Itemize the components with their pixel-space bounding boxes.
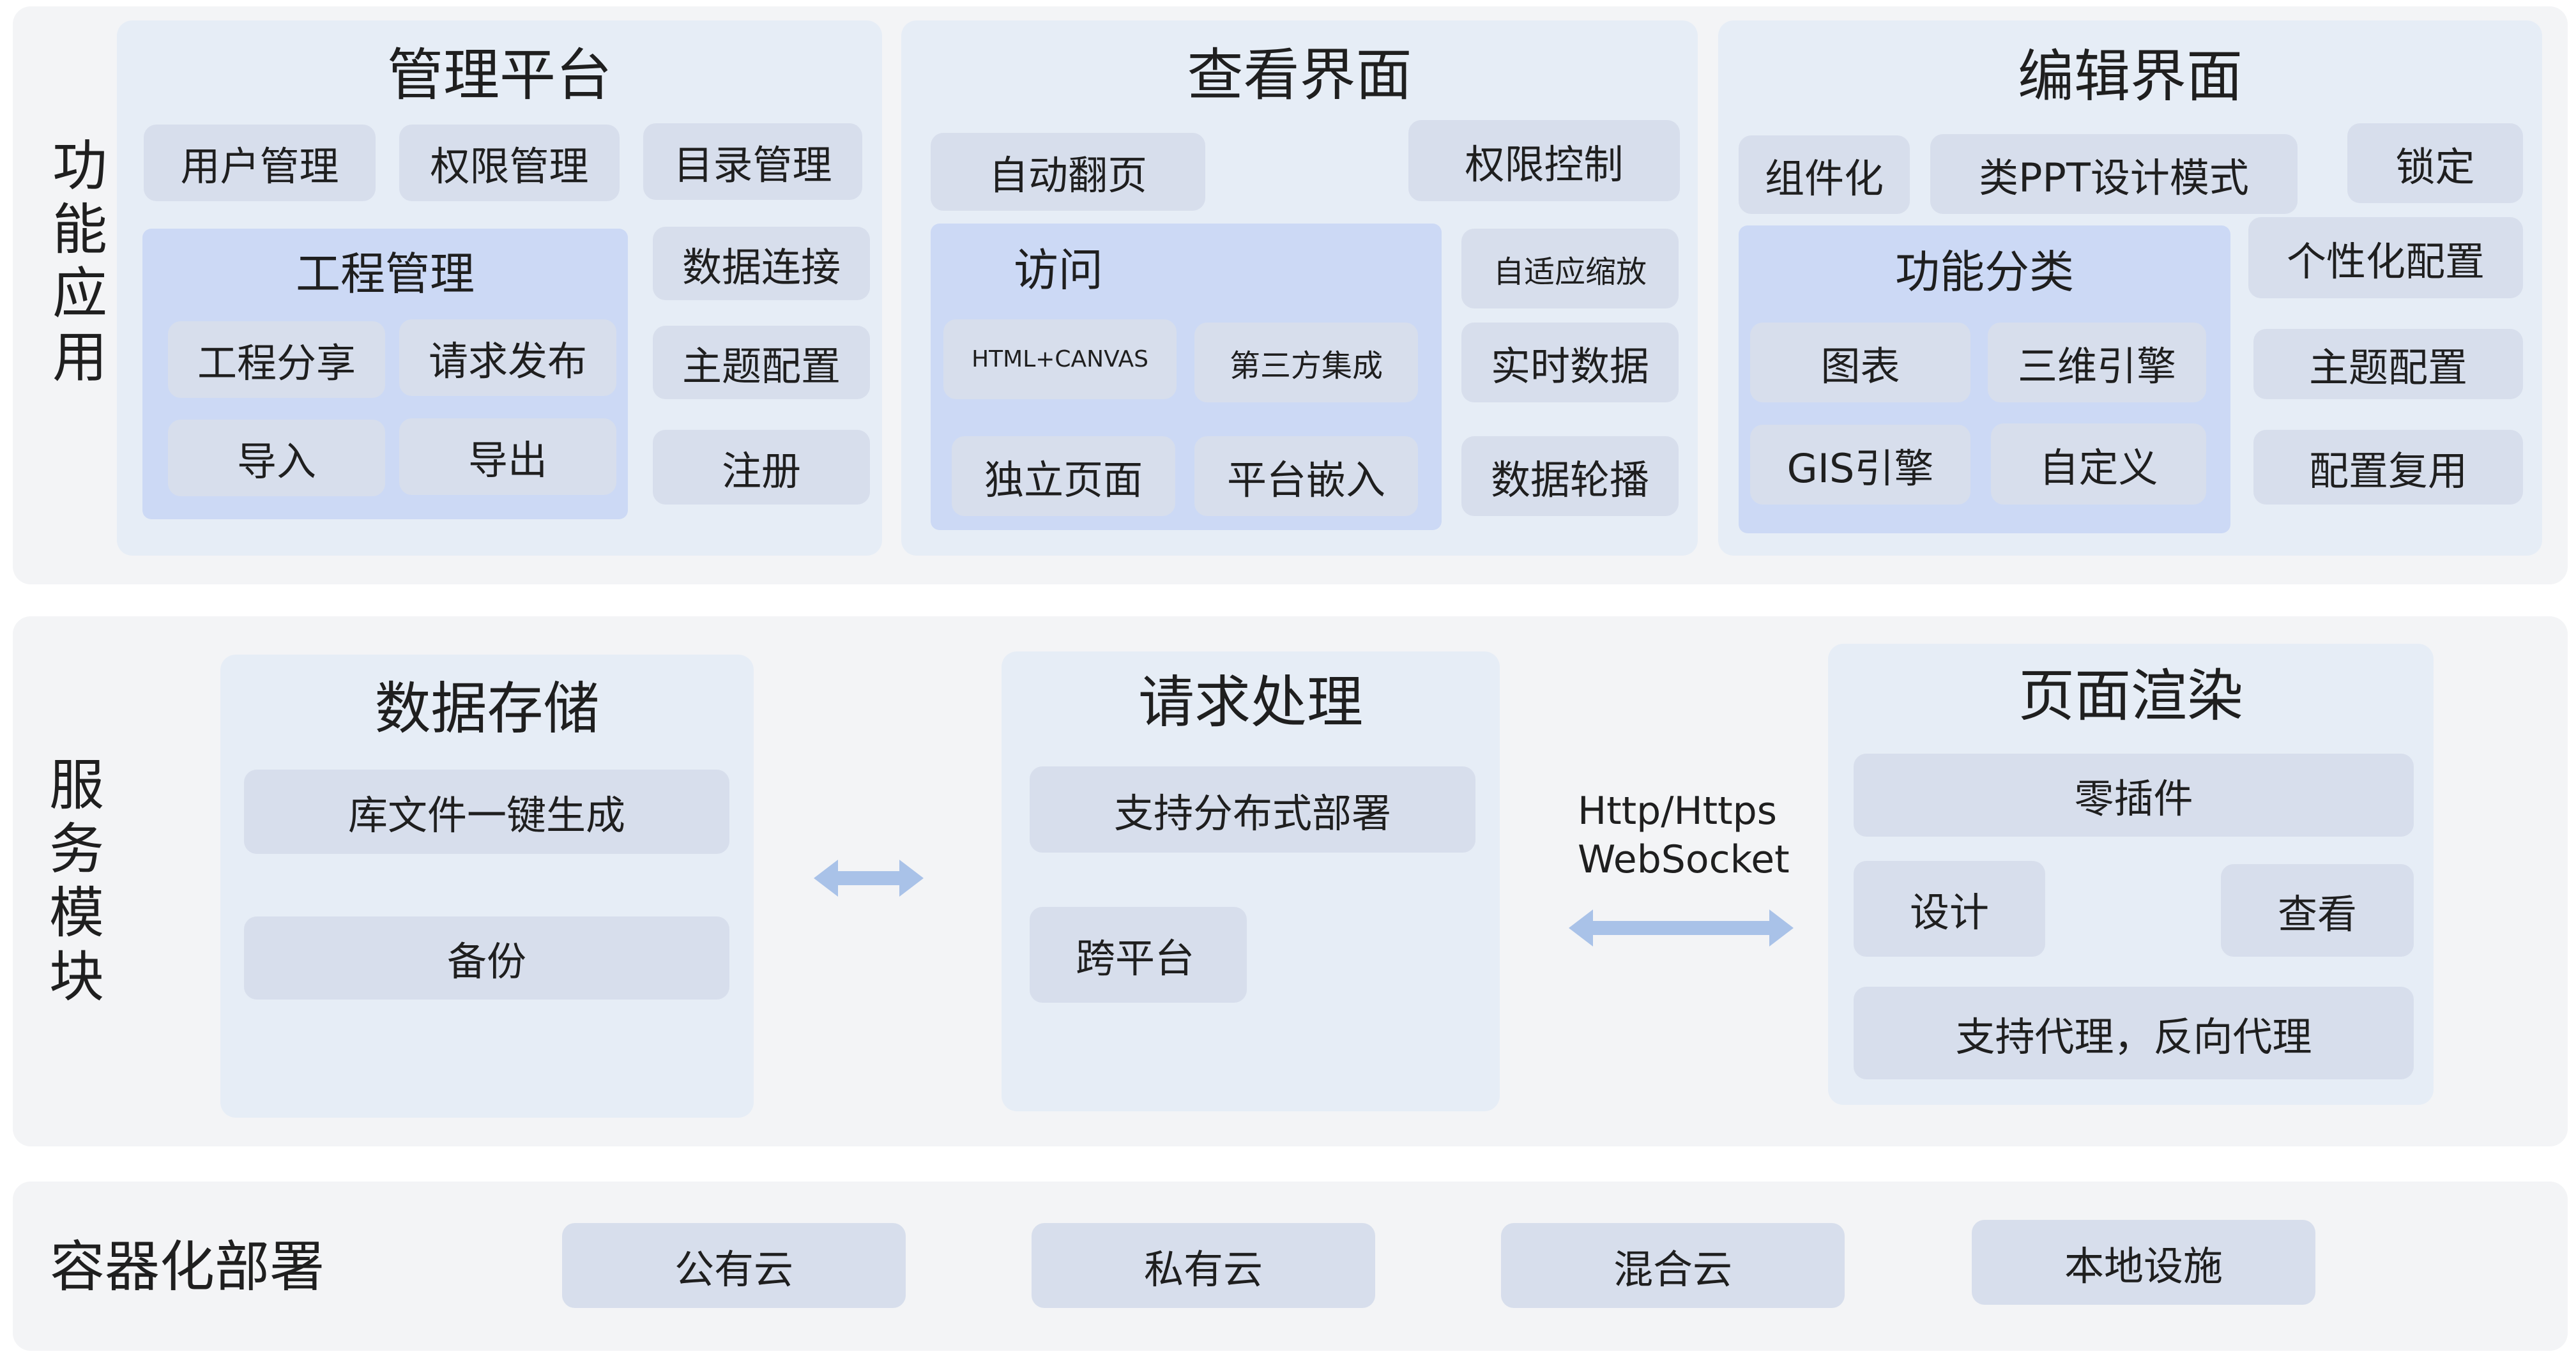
double-arrow-icon [814, 860, 924, 897]
double-arrow-icon [1569, 909, 1794, 947]
edit-title: 编辑界面 [2017, 43, 2243, 109]
management-title: 管理平台 [386, 42, 612, 108]
management-side-item: 注册 [653, 430, 870, 505]
project-item: 请求发布 [399, 319, 616, 396]
access-item: 平台嵌入 [1194, 436, 1418, 516]
management-item: 权限管理 [399, 125, 620, 201]
deploy-target: 公有云 [562, 1223, 906, 1308]
service-row-label: 服 务 模 块 [42, 754, 112, 1009]
service-label-char: 务 [49, 817, 104, 881]
edit-item: 组件化 [1739, 135, 1910, 214]
view-item: 权限控制 [1408, 120, 1680, 201]
storage-item: 库文件一键生成 [244, 770, 729, 854]
render-title: 页面渲染 [2018, 663, 2243, 729]
storage-item: 备份 [244, 916, 729, 1000]
category-item: 自定义 [1991, 423, 2206, 505]
project-item: 导出 [399, 418, 616, 495]
render-item: 零插件 [1854, 754, 2414, 837]
service-label-char: 模 [49, 881, 104, 945]
management-side-item: 数据连接 [653, 227, 870, 300]
function-label-char: 功 [52, 134, 107, 198]
edit-side-item: 个性化配置 [2248, 217, 2523, 298]
deploy-row-label: 容器化部署 [50, 1235, 324, 1299]
project-item: 导入 [168, 420, 385, 496]
function-category-title: 功能分类 [1895, 246, 2074, 298]
protocol-label: Http/Https WebSocket [1578, 787, 1790, 884]
request-panel [1002, 651, 1500, 1111]
request-item: 支持分布式部署 [1030, 766, 1475, 853]
storage-panel [220, 655, 754, 1118]
access-item: HTML+CANVAS [943, 319, 1177, 399]
project-item: 工程分享 [168, 321, 385, 398]
edit-side-item: 主题配置 [2253, 329, 2523, 399]
protocol-line: WebSocket [1578, 837, 1790, 882]
deploy-target: 私有云 [1032, 1223, 1375, 1308]
access-item: 第三方集成 [1194, 323, 1418, 402]
category-item: GIS引擎 [1750, 425, 1970, 505]
category-item: 图表 [1750, 323, 1970, 402]
edit-item: 类PPT设计模式 [1930, 134, 2298, 214]
access-item: 独立页面 [952, 436, 1175, 516]
function-row-label: 功 能 应 用 [45, 134, 115, 390]
deploy-target: 本地设施 [1972, 1220, 2315, 1305]
request-item: 跨平台 [1030, 907, 1247, 1003]
service-label-char: 服 [49, 754, 104, 817]
project-management-title: 工程管理 [296, 247, 475, 300]
render-item: 设计 [1854, 861, 2045, 957]
request-title: 请求处理 [1138, 669, 1363, 735]
management-side-item: 主题配置 [653, 326, 870, 399]
category-item: 三维引擎 [1988, 323, 2206, 402]
protocol-line: Http/Https [1578, 789, 1777, 833]
render-item: 查看 [2221, 864, 2414, 957]
function-label-char: 应 [52, 262, 107, 326]
view-side-item: 数据轮播 [1461, 436, 1679, 516]
view-side-item: 实时数据 [1461, 323, 1679, 402]
deploy-target: 混合云 [1501, 1223, 1845, 1308]
view-side-item: 自适应缩放 [1461, 229, 1679, 308]
render-item: 支持代理，反向代理 [1854, 987, 2414, 1079]
edit-side-item: 配置复用 [2253, 430, 2523, 505]
management-item: 目录管理 [643, 123, 862, 200]
function-label-char: 用 [52, 326, 107, 390]
service-label-char: 块 [49, 945, 104, 1009]
view-title: 查看界面 [1187, 42, 1412, 108]
access-title: 访问 [1014, 244, 1103, 296]
view-item: 自动翻页 [931, 133, 1205, 211]
function-label-char: 能 [52, 198, 107, 262]
management-item: 用户管理 [144, 125, 376, 201]
storage-title: 数据存储 [374, 676, 600, 741]
edit-item: 锁定 [2347, 123, 2523, 203]
